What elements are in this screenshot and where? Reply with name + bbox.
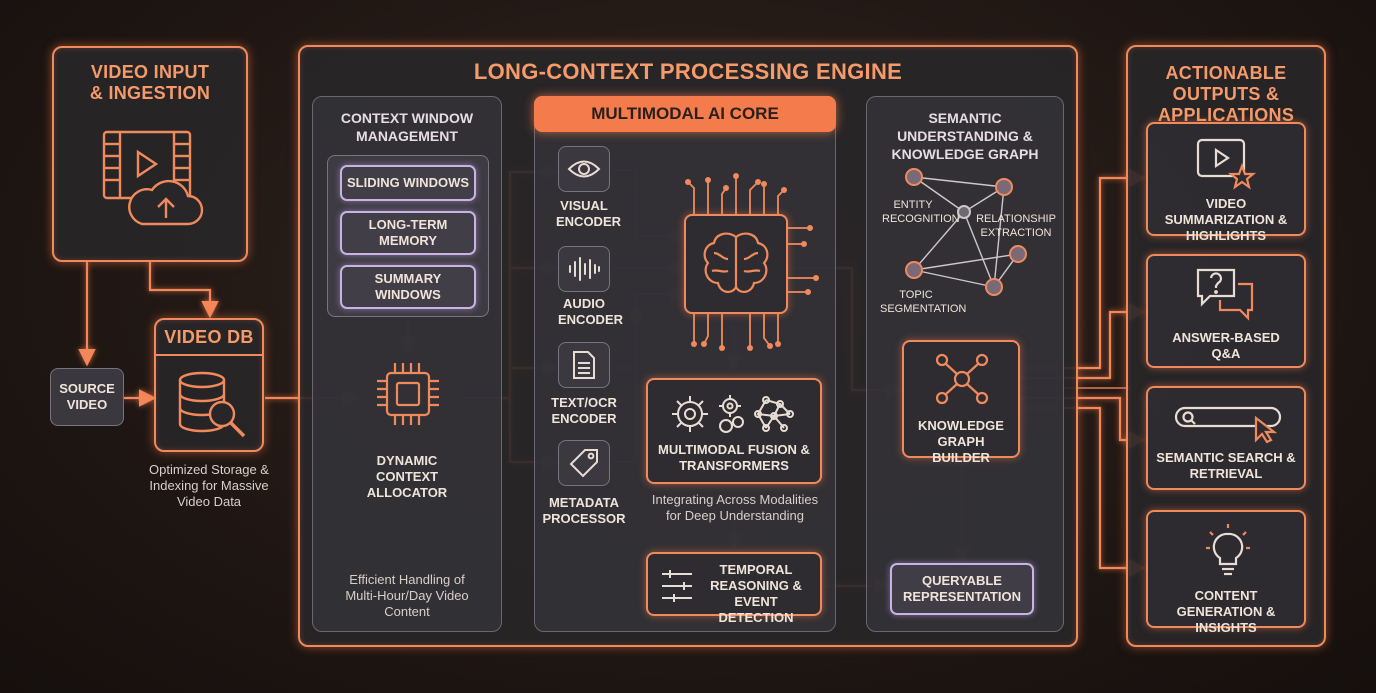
multimodal-core-header: MULTIMODAL AI CORE [534,96,836,132]
search-cursor-icon [1174,406,1282,444]
knowledge-graph-builder-box[interactable]: KNOWLEDGE GRAPH BUILDER [902,340,1020,465]
summary-windows-label: SUMMARY WINDOWS [374,271,442,302]
video-summarization-label: VIDEO SUMMARIZATION & HIGHLIGHTS [1164,196,1288,243]
semantic-search-card[interactable]: SEMANTIC SEARCH & RETRIEVAL [1146,386,1306,490]
play-star-icon [1196,138,1257,190]
content-generation-label: CONTENT GENERATION & INSIGHTS [1176,588,1276,635]
text-ocr-encoder-icon-box[interactable] [558,342,610,388]
fusion-box[interactable]: MULTIMODAL FUSION & TRANSFORMERS [646,378,822,484]
gears-icon [672,395,794,433]
question-chat-icon [1196,268,1254,321]
chip-icon [377,363,439,425]
fusion-label: MULTIMODAL FUSION & TRANSFORMERS [658,442,810,473]
video-db-header: VIDEO DB [156,320,262,356]
visual-encoder-label: VISUAL ENCODER [556,198,622,229]
summary-windows-box[interactable]: SUMMARY WINDOWS [340,265,476,309]
long-term-memory-box[interactable]: LONG-TERM MEMORY [340,211,476,255]
answer-qa-card[interactable]: ANSWER-BASED Q&A [1146,254,1306,368]
audio-encoder-label: AUDIO ENCODER [558,296,624,327]
outputs-title: ACTIONABLE OUTPUTS & APPLICATIONS [1157,63,1295,125]
sliding-windows-label: SLIDING WINDOWS [346,175,470,190]
queryable-representation-label: QUERYABLE REPRESENTATION [903,573,1021,604]
brain-chip-box[interactable] [684,214,788,314]
brain-chip-icon [703,232,769,293]
source-video-box[interactable]: SOURCE VIDEO [50,368,124,426]
eye-icon [567,160,601,178]
multimodal-core-title: MULTIMODAL AI CORE [591,104,779,123]
tag-icon [569,449,598,478]
temporal-box[interactable]: TEMPORAL REASONING & EVENT DETECTION [646,552,822,625]
document-icon [573,351,595,379]
lightbulb-icon [1206,524,1250,576]
temporal-label: TEMPORAL REASONING & EVENT DETECTION [710,562,802,625]
audio-wave-icon [569,257,600,281]
graph-network-icon [935,353,989,405]
answer-qa-label: ANSWER-BASED Q&A [1172,330,1280,361]
semantic-search-label: SEMANTIC SEARCH & RETRIEVAL [1156,450,1296,481]
video-summarization-card[interactable]: VIDEO SUMMARIZATION & HIGHLIGHTS [1146,122,1306,243]
source-video-label: SOURCE VIDEO [59,381,115,412]
metadata-processor-label: METADATA PROCESSOR [542,495,626,526]
long-term-memory-label: LONG-TERM MEMORY [368,217,448,248]
video-film-icon [102,130,204,226]
entity-recognition-label: ENTITY RECOGNITION [882,199,960,225]
visual-encoder-icon-box[interactable] [558,146,610,192]
cloud-upload-icon [128,179,204,226]
sliders-icon [662,570,692,602]
queryable-representation-box[interactable]: QUERYABLE REPRESENTATION [890,563,1034,615]
knowledge-graph-diagram [905,168,1027,296]
video-db-title: VIDEO DB [164,327,254,347]
topic-segmentation-label: TOPIC SEGMENTATION [880,289,967,315]
sliding-windows-box[interactable]: SLIDING WINDOWS [340,165,476,201]
database-search-icon [178,371,246,438]
brain-chip-pins [685,173,819,351]
engine-title: LONG-CONTEXT PROCESSING ENGINE [473,59,903,84]
relationship-extraction-label: RELATIONSHIP EXTRACTION [976,213,1056,239]
context-window-panel: CONTEXT WINDOW MANAGEMENT SLIDING WINDOW… [312,96,502,632]
context-window-title: CONTEXT WINDOW MANAGEMENT [340,110,474,144]
knowledge-graph-builder-label: KNOWLEDGE GRAPH BUILDER [918,418,1004,465]
content-generation-card[interactable]: CONTENT GENERATION & INSIGHTS [1146,510,1306,635]
video-input-title: VIDEO INPUT & INGESTION [89,62,211,103]
context-note: Efficient Handling of Multi-Hour/Day Vid… [345,572,469,619]
dynamic-context-allocator-label: DYNAMIC CONTEXT ALLOCATOR [366,453,448,500]
db-note: Optimized Storage & Indexing for Massive… [149,462,269,509]
fusion-note: Integrating Across Modalities for Deep U… [651,492,819,523]
semantic-title: SEMANTIC UNDERSTANDING & KNOWLEDGE GRAPH [891,110,1039,162]
video-db-panel[interactable]: VIDEO DB [154,318,264,452]
text-ocr-encoder-label: TEXT/OCR ENCODER [551,395,617,426]
video-input-panel: VIDEO INPUT & INGESTION [52,46,248,262]
audio-encoder-icon-box[interactable] [558,246,610,292]
metadata-processor-icon-box[interactable] [558,440,610,486]
